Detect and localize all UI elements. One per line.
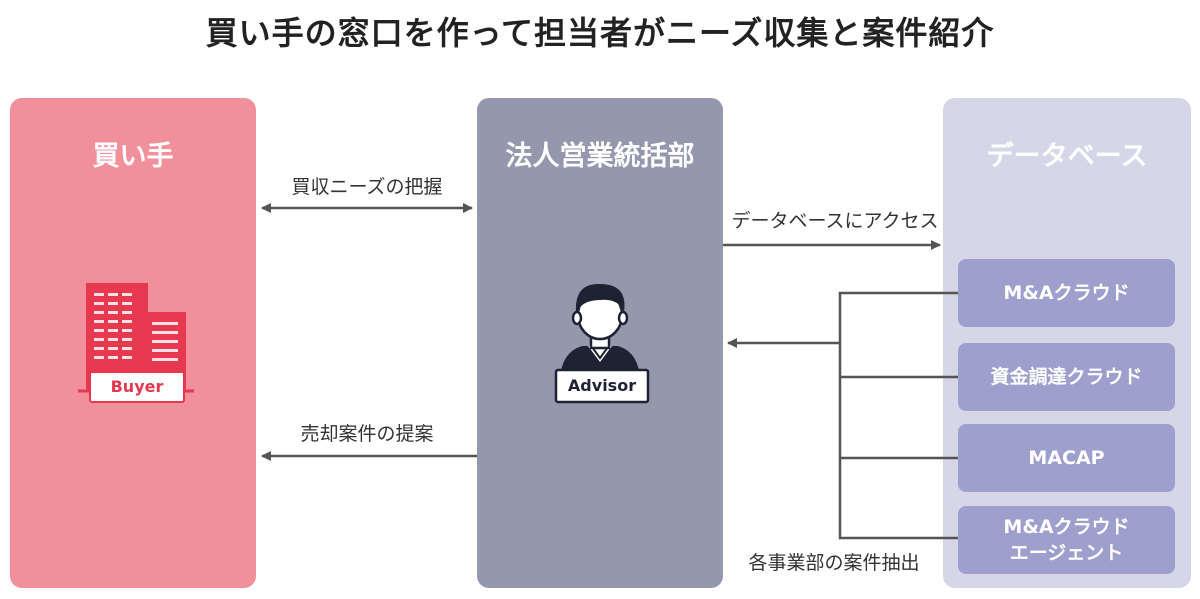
needs-label: 買収ニーズの把握 bbox=[291, 176, 443, 198]
buyer-panel-title: 買い手 bbox=[92, 141, 174, 172]
buyer-badge-label: Buyer bbox=[110, 377, 164, 396]
proposal-label: 売却案件の提案 bbox=[300, 423, 434, 445]
database-panel-title: データベース bbox=[986, 141, 1148, 172]
database-item-ma-cloud-agent: M&Aクラウド エージェント bbox=[958, 506, 1175, 574]
database-item-fundraising-cloud: 資金調達クラウド bbox=[958, 343, 1175, 411]
database-item-macap: MACAP bbox=[958, 424, 1175, 492]
page-title: 買い手の窓口を作って担当者がニーズ収集と案件紹介 bbox=[205, 14, 995, 52]
access-label: データベースにアクセス bbox=[731, 210, 939, 232]
database-item-ma-cloud: M&Aクラウド bbox=[958, 259, 1175, 327]
extract-label: 各事業部の案件抽出 bbox=[748, 552, 920, 574]
extract-bracket bbox=[838, 291, 958, 540]
advisor-badge-label: Advisor bbox=[567, 376, 637, 395]
advisor-panel-title: 法人営業統括部 bbox=[505, 141, 695, 172]
advisor-panel: 法人営業統括部 bbox=[477, 98, 723, 588]
